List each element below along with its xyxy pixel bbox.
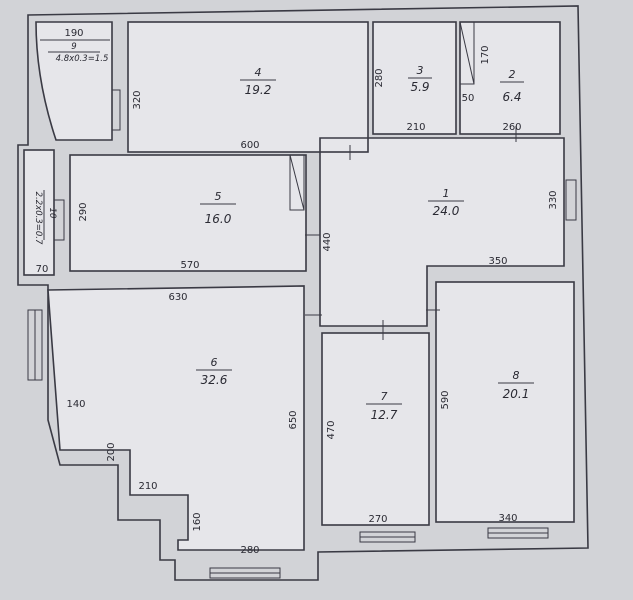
room-5-area: 16.0: [205, 212, 232, 226]
room-7-area: [322, 333, 429, 525]
room-4-number: 4: [255, 66, 262, 79]
room-6-area: 32.6: [201, 373, 228, 387]
room-3-number: 3: [417, 64, 424, 77]
room-7-area: 12.7: [371, 408, 398, 422]
room-6-dim-160: 160: [192, 512, 203, 531]
room-1-dim-left: 440: [322, 232, 333, 251]
room-1-wall: [319, 137, 565, 327]
room-1-area: 24.0: [433, 204, 460, 218]
room-1-number: 1: [443, 187, 450, 200]
shaft-room-5: [289, 154, 305, 211]
room-6-dim-200: 200: [106, 442, 117, 461]
room-8-area: [436, 282, 574, 522]
room-7-dim-left: 470: [326, 420, 337, 439]
shaft-room-2-diagonal: [459, 21, 475, 85]
room-7-wall: [321, 332, 430, 526]
room-6-number: 6: [211, 356, 218, 369]
room-3-area: 5.9: [410, 80, 429, 94]
room-4-wall: [127, 21, 369, 153]
room-5-wall: [69, 154, 307, 272]
room-6-dim-210: 210: [138, 481, 157, 492]
room-6-dim-right: 650: [288, 410, 299, 429]
shaft-room-5-diagonal: [289, 154, 305, 211]
room-8-area: 20.1: [503, 387, 530, 401]
room-5-number: 5: [215, 190, 222, 203]
room-2-number: 2: [509, 68, 516, 81]
room-8-number: 8: [513, 369, 520, 382]
room-4-area: 19.2: [245, 83, 272, 97]
room-1-area: [320, 138, 564, 326]
room-3-dim-bottom: 210: [406, 122, 425, 133]
room-10-area: [24, 150, 54, 275]
room-8-wall: [435, 281, 575, 523]
room-6-dim-140: 140: [66, 399, 85, 410]
room-2-area: 6.4: [502, 90, 521, 104]
room-2-dim-inset: 50: [462, 93, 475, 104]
room-8-dim-bottom: 340: [498, 513, 517, 524]
room-6-dim-top: 630: [168, 292, 187, 303]
room-1-dim-bottom: 350: [488, 256, 507, 267]
room-4-area: [128, 22, 368, 152]
room-10-dim-bottom: 70: [36, 264, 49, 275]
room-4-dim-bottom: 600: [240, 140, 259, 151]
room-1-dim-right: 330: [548, 190, 559, 209]
room-7-number: 7: [381, 390, 388, 403]
room-10-area: 2.2x0.3=0.7: [33, 192, 43, 245]
door-marks: [305, 126, 517, 340]
room-8-dim-left: 590: [440, 390, 451, 409]
room-9-dim-top: 190: [64, 28, 83, 39]
room-6-dim-280: 280: [240, 545, 259, 556]
room-2-area: [460, 22, 560, 134]
room-5-dim-left: 290: [78, 202, 89, 221]
shaft-room-2: [459, 21, 475, 85]
room-3-wall: [372, 21, 457, 135]
outer-wall: [17, 5, 589, 581]
room-5-area: [70, 155, 306, 271]
room-9-number: 9: [71, 42, 76, 52]
room-10-number: 10: [47, 208, 57, 219]
room-2-dim-bottom: 260: [502, 122, 521, 133]
room-2-dim-right: 170: [480, 45, 491, 64]
room-6-area: [48, 286, 304, 550]
room-5-dim-bottom: 570: [180, 260, 199, 271]
room-6-wall: [47, 285, 305, 551]
room-9-wall: [35, 21, 113, 141]
room-4-dim-right: 280: [374, 68, 385, 87]
room-4-dim-left: 320: [132, 90, 143, 109]
room-7-dim-bottom: 270: [368, 514, 387, 525]
room-9-area: 4.8x0.3=1.5: [56, 54, 109, 64]
window-marks: [27, 89, 577, 579]
